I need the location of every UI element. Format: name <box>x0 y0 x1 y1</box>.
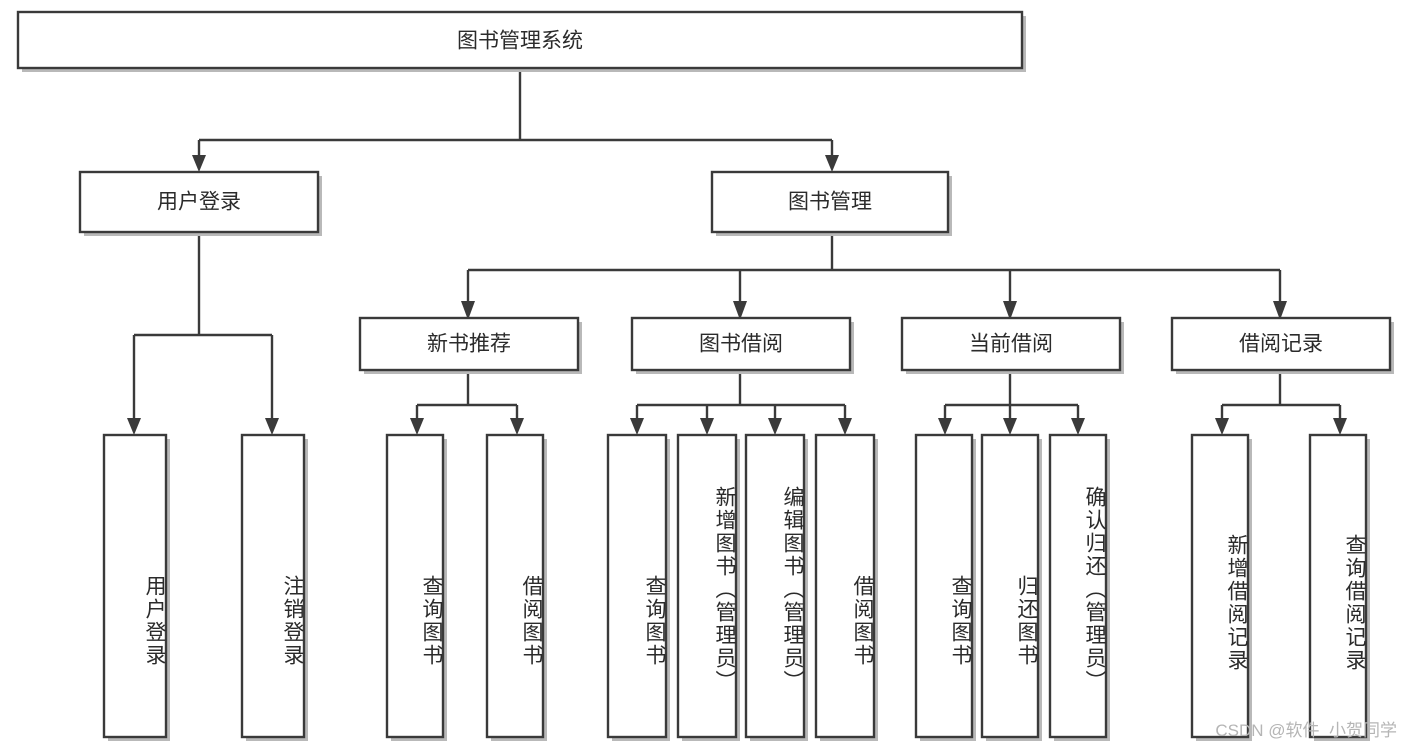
arrowhead-bookmgmt-c2 <box>733 301 747 320</box>
arrowhead-current-l1 <box>938 418 952 435</box>
node-bookborrow-label: 图书借阅 <box>699 333 783 356</box>
node-userlogin-label: 用户登录 <box>157 191 241 214</box>
arrowhead-userlogin-l2 <box>265 418 279 435</box>
node-root-label: 图书管理系统 <box>457 30 583 53</box>
arrowhead-borrow-l4 <box>838 418 852 435</box>
arrowhead-newbook-l2 <box>510 418 524 435</box>
csdn-watermark: CSDN @软件_小贺同学 <box>1215 721 1397 740</box>
arrowhead-newbook-l1 <box>410 418 424 435</box>
arrowhead-current-l2 <box>1003 418 1017 435</box>
leaf-box-userlogin-1[interactable] <box>102 433 168 739</box>
node-bookmgmt-label: 图书管理 <box>788 191 872 214</box>
arrowhead-userlogin-l1 <box>127 418 141 435</box>
leaf-box-current-1[interactable] <box>914 433 974 739</box>
node-bookmgmt-box[interactable] <box>710 170 950 234</box>
node-userlogin-box[interactable] <box>78 170 320 234</box>
node-currentborrow-box[interactable] <box>900 316 1122 372</box>
leaf-box-userlogin-2[interactable] <box>240 433 306 739</box>
arrowhead-record-l1 <box>1215 418 1229 435</box>
leaf-box-bookborrow-4[interactable] <box>814 433 876 739</box>
node-newbook-box[interactable] <box>358 316 580 372</box>
arrowhead-root-user <box>192 155 206 172</box>
arrowhead-borrow-l3 <box>768 418 782 435</box>
leaf-box-current-3[interactable] <box>1048 433 1108 739</box>
arrowhead-root-bookmgmt <box>825 155 839 172</box>
node-root-box[interactable] <box>16 10 1024 70</box>
node-bookborrow-box[interactable] <box>630 316 852 372</box>
arrowhead-bookmgmt-c4 <box>1273 301 1287 320</box>
arrowhead-bookmgmt-c3 <box>1003 301 1017 320</box>
node-borrowrecord-label: 借阅记录 <box>1239 333 1323 356</box>
arrowhead-bookmgmt-c1 <box>461 301 475 320</box>
leaf-box-bookborrow-1[interactable] <box>606 433 668 739</box>
arrowhead-borrow-l2 <box>700 418 714 435</box>
leaf-box-record-2[interactable] <box>1308 433 1368 739</box>
leaf-box-current-2[interactable] <box>980 433 1040 739</box>
leaf-box-bookborrow-2[interactable] <box>676 433 738 739</box>
arrowhead-record-l2 <box>1333 418 1347 435</box>
node-layer: 图书管理系统 用户登录 图书管理 新书推荐 图书借阅 当前借阅 借阅记录 <box>16 10 1394 741</box>
node-newbook-label: 新书推荐 <box>427 333 511 356</box>
arrowhead-current-l3 <box>1071 418 1085 435</box>
leaf-box-newbook-2[interactable] <box>485 433 545 739</box>
connector-layer <box>127 69 1347 435</box>
leaf-box-bookborrow-3[interactable] <box>744 433 806 739</box>
node-currentborrow-label: 当前借阅 <box>969 333 1053 356</box>
arrowhead-borrow-l1 <box>630 418 644 435</box>
node-borrowrecord-box[interactable] <box>1170 316 1392 372</box>
leaf-box-record-1[interactable] <box>1190 433 1250 739</box>
leaf-box-newbook-1[interactable] <box>385 433 445 739</box>
